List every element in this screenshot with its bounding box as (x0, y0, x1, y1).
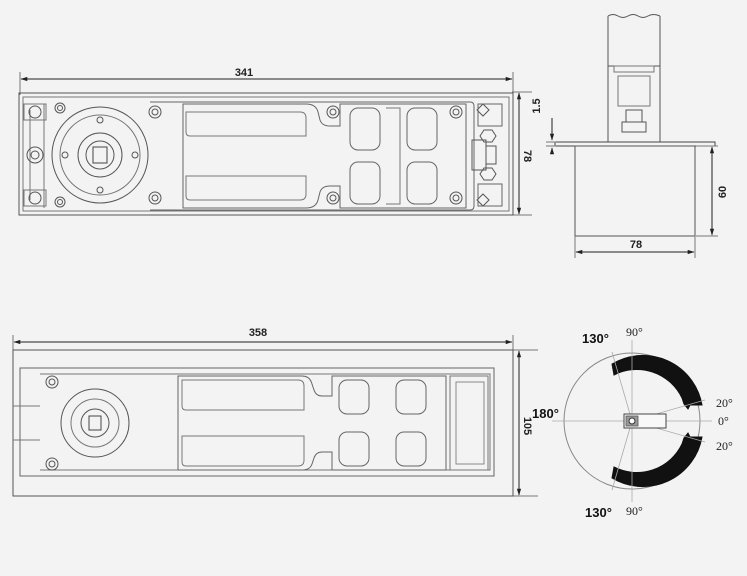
dim-1-5: 1.5 (531, 98, 543, 113)
dim-60: 60 (717, 186, 729, 198)
side-view (546, 14, 718, 258)
dim-358: 358 (249, 327, 267, 339)
side-top-plate (554, 141, 716, 147)
dim-105: 105 (521, 417, 533, 435)
dim-78-side: 78 (630, 239, 642, 251)
angle-0: 0° (718, 414, 729, 428)
dim-78-top: 78 (521, 150, 533, 162)
screw-holes (54, 102, 463, 208)
angle-20-upper: 20° (716, 396, 733, 410)
angle-90-top: 90° (626, 325, 643, 339)
angle-130-bottom: 130° (585, 505, 612, 520)
rotation-diagram (552, 340, 712, 502)
right-adjuster (471, 103, 503, 207)
angle-20-lower: 20° (716, 439, 733, 453)
pivot-flange (51, 106, 149, 204)
angle-90-bottom: 90° (626, 504, 643, 518)
top-view (18, 72, 532, 216)
top-cover-outline (18, 92, 514, 216)
bottom-cover-outline (12, 349, 514, 497)
dim-341: 341 (235, 67, 253, 79)
angle-180: 180° (532, 406, 559, 421)
angle-130-top: 130° (582, 331, 609, 346)
lower-arc (611, 432, 703, 488)
side-body (574, 145, 696, 237)
bottom-pivot-flange (60, 388, 130, 458)
upper-arc (611, 354, 703, 410)
bottom-view (12, 335, 538, 497)
